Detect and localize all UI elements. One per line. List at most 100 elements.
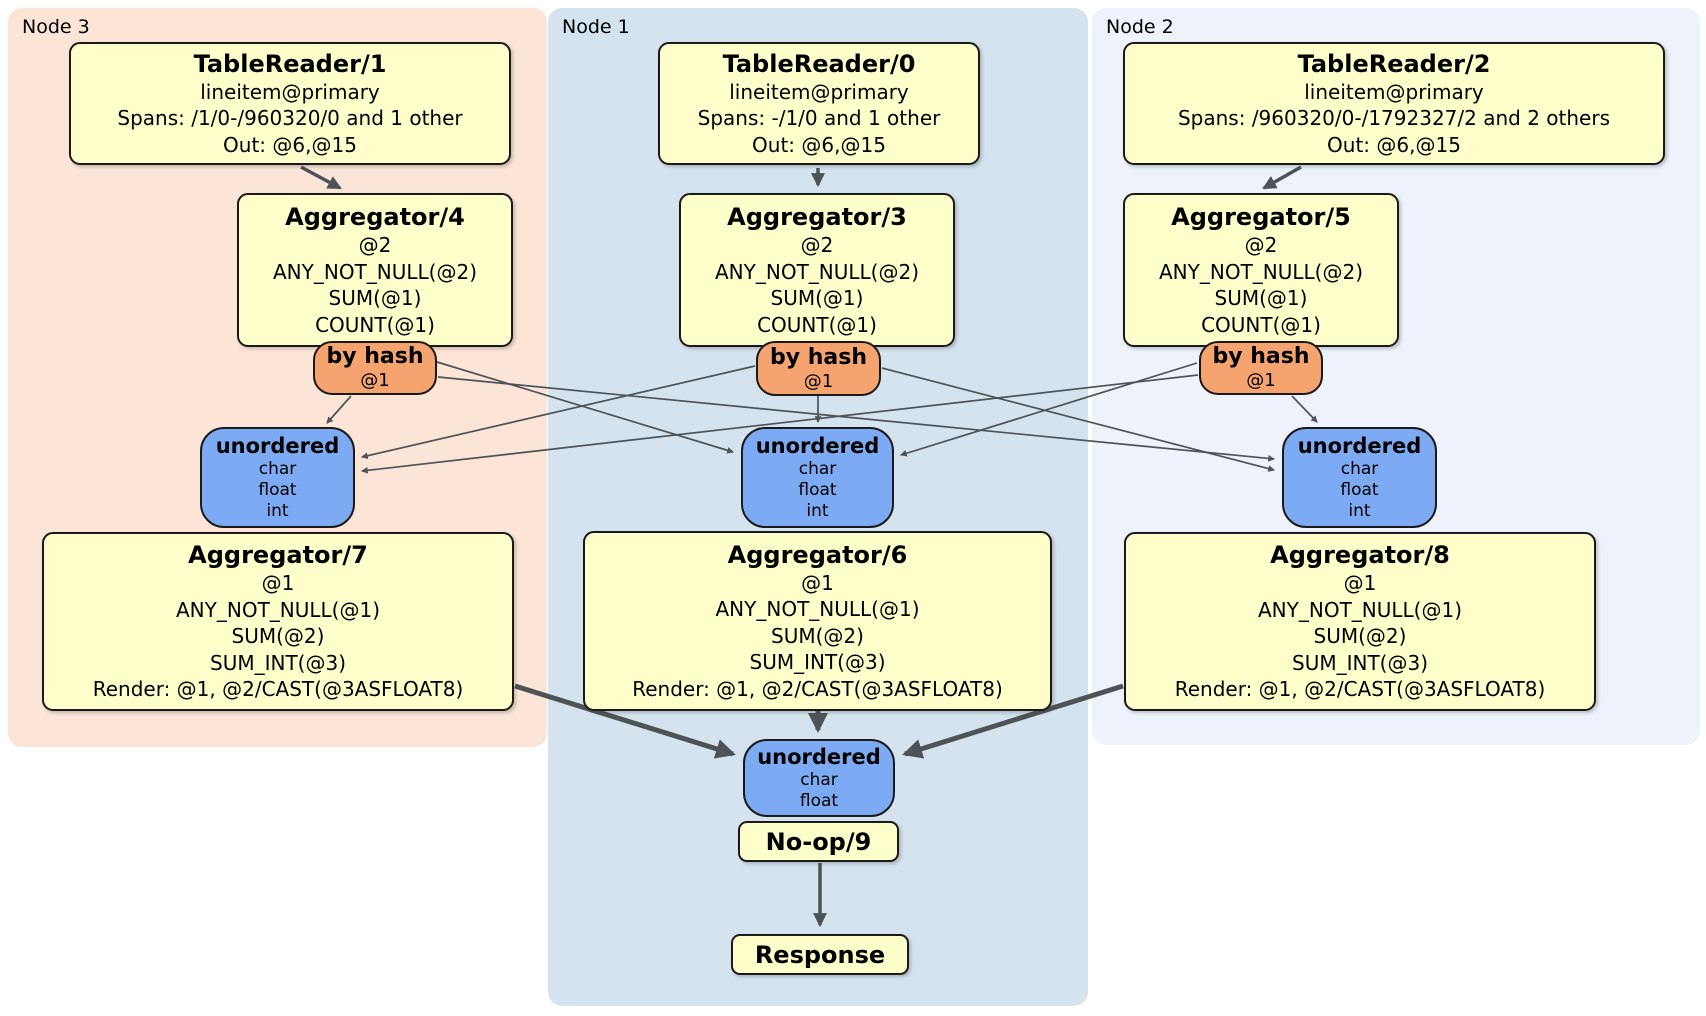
edge-tr1-agg4 [300,165,342,190]
processor-aggregator-4: Aggregator/4 @2 ANY_NOT_NULL(@2) SUM(@1)… [237,193,513,347]
edge-router3-sync1 [436,361,734,454]
sync-title: unordered [757,744,881,769]
box-line: SUM_INT(@3) [210,650,346,675]
router-line: @1 [803,370,834,392]
box-line: @2 [800,233,834,257]
sync-line: int [1348,500,1371,521]
router-title: by hash [1212,344,1310,369]
sync-unordered-node1: unordered char float int [741,427,894,528]
box-line: @1 [1343,571,1377,596]
box-line: ANY_NOT_NULL(@1) [1258,597,1462,622]
box-line: Spans: /1/0-/960320/0 and 1 other [117,106,463,131]
sync-unordered-final: unordered char float [743,739,895,817]
processor-aggregator-6: Aggregator/6 @1 ANY_NOT_NULL(@1) SUM(@2)… [583,531,1052,711]
processor-noop-9: No-op/9 [738,821,899,862]
box-line: Out: @6,@15 [1327,132,1461,157]
router-title: by hash [769,344,867,370]
box-line: @1 [801,570,834,595]
sync-title: unordered [1297,433,1422,458]
router-by-hash-node1: by hash @1 [756,341,881,396]
box-line: COUNT(@1) [1201,312,1321,337]
box-line: ANY_NOT_NULL(@1) [176,597,380,622]
sync-line: int [266,500,289,521]
edge-router2-sync3 [360,374,1199,474]
panel-label-node1: Node 1 [562,16,630,38]
box-line: SUM(@1) [1214,286,1308,310]
sync-line: char [258,458,297,479]
box-line: ANY_NOT_NULL(@2) [715,259,919,284]
processor-tablereader-0: TableReader/0 lineitem@primary Spans: -/… [658,42,980,165]
response-box: Response [731,934,909,975]
processor-tablereader-2: TableReader/2 lineitem@primary Spans: /9… [1123,42,1665,165]
box-line: Render: @1, @2/CAST(@3ASFLOAT8) [92,677,464,702]
edge-router2-sync1 [900,362,1198,457]
router-line: @1 [360,370,390,391]
box-title: TableReader/0 [722,49,916,78]
processor-tablereader-1: TableReader/1 lineitem@primary Spans: /1… [69,42,511,165]
processor-aggregator-3: Aggregator/3 @2 ANY_NOT_NULL(@2) SUM(@1)… [679,193,955,347]
box-title: No-op/9 [765,827,872,856]
edge-router3-sync2 [437,376,1276,462]
processor-aggregator-8: Aggregator/8 @1 ANY_NOT_NULL(@1) SUM(@2)… [1124,532,1596,711]
box-line: @2 [1244,233,1278,257]
box-line: lineitem@primary [1304,79,1484,104]
box-line: Render: @1, @2/CAST(@3ASFLOAT8) [1174,677,1546,702]
box-line: Spans: -/1/0 and 1 other [697,106,941,131]
box-line: SUM(@1) [770,286,864,310]
box-line: ANY_NOT_NULL(@1) [715,597,920,622]
processor-aggregator-5: Aggregator/5 @2 ANY_NOT_NULL(@2) SUM(@1)… [1123,193,1399,347]
box-title: Response [754,940,886,969]
box-line: Out: @6,@15 [223,132,357,157]
sync-unordered-node3: unordered char float int [200,427,355,528]
router-by-hash-node3: by hash @1 [313,341,437,395]
panel-label-node3: Node 3 [22,16,90,38]
box-line: SUM(@2) [1313,624,1407,649]
box-line: SUM_INT(@3) [1292,650,1428,675]
edge-router2-sync2 [1291,395,1318,423]
box-title: Aggregator/3 [727,203,907,231]
router-line: @1 [1246,370,1276,391]
box-title: Aggregator/6 [727,540,908,569]
router-by-hash-node2: by hash @1 [1199,341,1323,395]
sync-line: char [800,769,838,790]
box-title: TableReader/2 [1297,49,1491,78]
box-line: SUM(@2) [231,624,325,649]
box-line: SUM(@2) [771,623,864,648]
box-line: lineitem@primary [200,79,380,104]
sync-title: unordered [215,433,340,458]
edge-agg8-syncfinal [902,683,1124,759]
box-line: COUNT(@1) [757,312,877,337]
box-line: SUM(@1) [328,286,422,310]
box-line: COUNT(@1) [315,312,435,337]
box-line: SUM_INT(@3) [749,650,886,675]
sync-line: char [798,458,837,479]
edge-router1-sync2 [881,367,1275,472]
box-line: @1 [261,571,295,596]
box-line: Render: @1, @2/CAST(@3ASFLOAT8) [632,676,1003,701]
sync-unordered-node2: unordered char float int [1282,427,1437,528]
sync-line: float [798,479,837,500]
box-title: Aggregator/4 [285,203,465,231]
router-title: by hash [326,344,424,369]
box-line: ANY_NOT_NULL(@2) [1159,259,1363,284]
box-title: Aggregator/5 [1171,203,1351,231]
edge-tr2-agg5 [1262,165,1302,190]
processor-aggregator-7: Aggregator/7 @1 ANY_NOT_NULL(@1) SUM(@2)… [42,532,514,711]
sync-line: int [806,500,829,521]
panel-label-node2: Node 2 [1106,16,1174,38]
box-title: TableReader/1 [193,49,387,78]
box-line: lineitem@primary [729,79,909,104]
edge-agg7-syncfinal [514,683,736,759]
box-line: Out: @6,@15 [752,132,886,157]
edge-router1-sync3 [361,365,756,460]
sync-line: float [258,479,297,500]
sync-line: float [1340,479,1379,500]
sync-line: char [1340,458,1379,479]
sync-title: unordered [755,433,880,458]
box-line: ANY_NOT_NULL(@2) [273,259,477,284]
box-title: Aggregator/7 [188,541,368,570]
box-title: Aggregator/8 [1270,541,1450,570]
box-line: Spans: /960320/0-/1792327/2 and 2 others [1177,106,1610,131]
